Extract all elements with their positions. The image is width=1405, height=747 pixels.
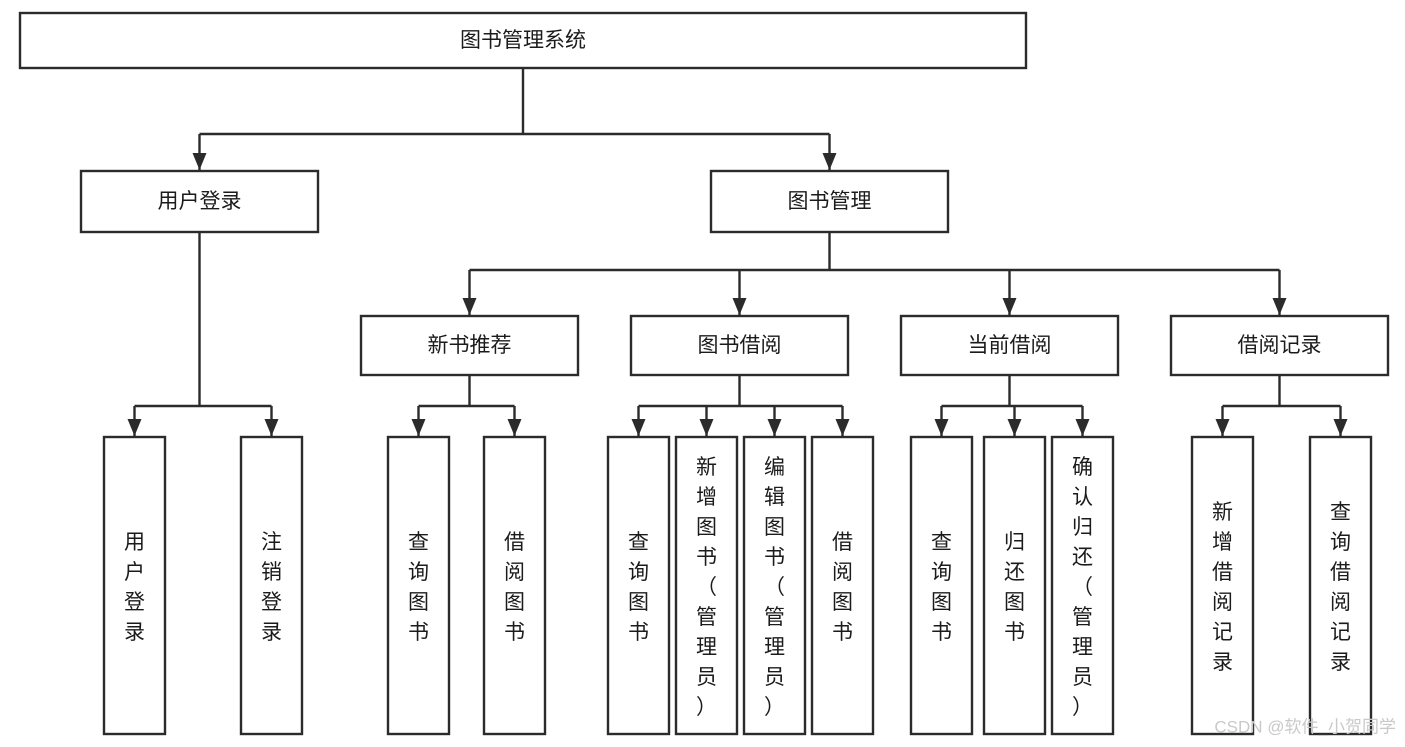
node-box-rect — [1169, 314, 1390, 377]
connector-lines-layer — [127, 68, 1348, 436]
arrow-head-icon — [127, 419, 142, 436]
node-label-vertical: 新增图书（管理员） — [696, 456, 717, 719]
node-box-rect — [359, 314, 580, 377]
csdn-watermark: CSDN @软件_小贺同学 — [1214, 717, 1396, 736]
node-box-rect — [709, 169, 950, 234]
node-box-rect — [909, 435, 974, 736]
node-label: 图书管理 — [788, 190, 872, 213]
node-cb-return-book[interactable]: 归还图书 — [982, 435, 1047, 736]
node-br-query-record[interactable]: 查询借阅记录 — [1308, 435, 1373, 736]
node-current-borrow[interactable]: 当前借阅 — [899, 314, 1120, 377]
node-bb-add-book[interactable]: 新增图书（管理员） — [674, 435, 739, 736]
node-cb-query-book[interactable]: 查询图书 — [909, 435, 974, 736]
arrow-head-icon — [1002, 298, 1017, 315]
node-label: 图书借阅 — [698, 334, 782, 357]
arrow-head-icon — [1333, 419, 1348, 436]
node-new-book-rec[interactable]: 新书推荐 — [359, 314, 580, 377]
arrow-head-icon — [631, 419, 646, 436]
node-box-rect — [102, 435, 167, 736]
node-label: 借阅记录 — [1238, 334, 1322, 357]
node-nb-borrow-book[interactable]: 借阅图书 — [482, 435, 547, 736]
node-box-rect — [79, 169, 320, 234]
arrow-head-icon — [192, 153, 207, 170]
node-user-login[interactable]: 用户登录 — [79, 169, 320, 234]
node-label-vertical: 注销登录 — [261, 531, 282, 644]
node-box-rect — [1308, 435, 1373, 736]
node-label: 新书推荐 — [428, 334, 512, 357]
node-label-vertical: 用户登录 — [124, 531, 145, 644]
node-box-rect — [1190, 435, 1255, 736]
node-box-rect — [239, 435, 304, 736]
node-leaf-logout[interactable]: 注销登录 — [239, 435, 304, 736]
node-box-rect — [606, 435, 671, 736]
node-br-add-record[interactable]: 新增借阅记录 — [1190, 435, 1255, 736]
arrow-head-icon — [732, 298, 747, 315]
node-borrow-record[interactable]: 借阅记录 — [1169, 314, 1390, 377]
node-root[interactable]: 图书管理系统 — [18, 11, 1028, 70]
arrow-head-icon — [411, 419, 426, 436]
arrow-head-icon — [934, 419, 949, 436]
node-box-rect — [810, 435, 875, 736]
node-box-rect — [742, 435, 807, 736]
node-leaf-user-login[interactable]: 用户登录 — [102, 435, 167, 736]
node-bb-query-book[interactable]: 查询图书 — [606, 435, 671, 736]
node-label-vertical: 查询图书 — [931, 531, 952, 644]
node-label-vertical: 借阅图书 — [832, 531, 853, 644]
node-label-vertical: 编辑图书（管理员） — [764, 456, 785, 719]
node-label-vertical: 借阅图书 — [504, 531, 525, 644]
arrow-head-icon — [822, 153, 837, 170]
arrow-head-icon — [1215, 419, 1230, 436]
arrow-head-icon — [507, 419, 522, 436]
node-box-rect — [629, 314, 850, 377]
node-bb-borrow-book[interactable]: 借阅图书 — [810, 435, 875, 736]
arrow-head-icon — [1272, 298, 1287, 315]
node-book-borrow[interactable]: 图书借阅 — [629, 314, 850, 377]
node-box-rect — [18, 11, 1028, 70]
node-box-rect — [1050, 435, 1115, 736]
node-label-vertical: 查询图书 — [628, 531, 649, 644]
node-nb-query-book[interactable]: 查询图书 — [386, 435, 451, 736]
arrow-head-icon — [835, 419, 850, 436]
node-label-vertical: 确认归还（管理员） — [1072, 456, 1093, 719]
node-box-rect — [982, 435, 1047, 736]
node-bb-edit-book[interactable]: 编辑图书（管理员） — [742, 435, 807, 736]
node-box-rect — [674, 435, 739, 736]
node-boxes-layer: 图书管理系统用户登录图书管理新书推荐图书借阅当前借阅借阅记录用户登录注销登录查询… — [18, 11, 1390, 736]
arrow-head-icon — [1075, 419, 1090, 436]
arrow-head-icon — [264, 419, 279, 436]
node-box-rect — [386, 435, 451, 736]
node-label: 图书管理系统 — [460, 29, 586, 52]
node-label: 用户登录 — [158, 190, 242, 213]
arrow-head-icon — [699, 419, 714, 436]
arrow-head-icon — [1007, 419, 1022, 436]
node-cb-confirm-return[interactable]: 确认归还（管理员） — [1050, 435, 1115, 736]
node-book-manage[interactable]: 图书管理 — [709, 169, 950, 234]
node-box-rect — [899, 314, 1120, 377]
node-label-vertical: 归还图书 — [1004, 531, 1025, 644]
node-label-vertical: 查询图书 — [408, 531, 429, 644]
arrow-head-icon — [767, 419, 782, 436]
node-label-vertical: 新增借阅记录 — [1212, 501, 1233, 674]
node-label-vertical: 查询借阅记录 — [1330, 501, 1351, 674]
node-label: 当前借阅 — [968, 334, 1052, 357]
arrow-head-icon — [462, 298, 477, 315]
node-box-rect — [482, 435, 547, 736]
